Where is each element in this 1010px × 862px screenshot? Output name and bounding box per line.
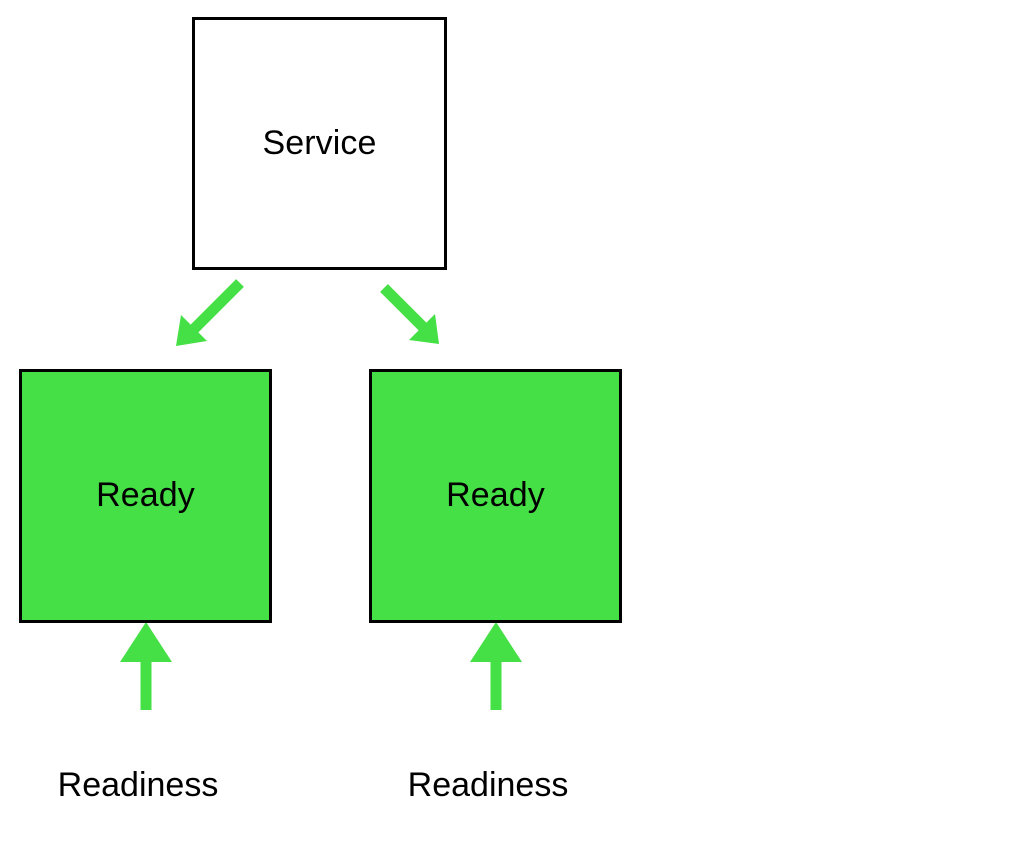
arrow-head [176, 315, 207, 346]
arrow-shaft [186, 279, 244, 337]
arrow-head [470, 622, 522, 662]
node-ready-left-label: Ready [96, 476, 195, 515]
node-service[interactable]: Service [192, 17, 447, 270]
node-service-label: Service [262, 123, 377, 162]
probe-label-right: Readiness PASS [358, 716, 618, 862]
probe-label-left-line1: Readiness [57, 766, 219, 804]
probe-label-left: Readiness PASS [8, 716, 268, 862]
probe-label-left-line2: PASS [8, 854, 268, 862]
arrow-shaft [380, 284, 432, 336]
probe-label-right-line2: PASS [358, 854, 618, 862]
arrow-probe-to-ready-right [470, 622, 522, 710]
probe-label-right-line1: Readiness [407, 766, 569, 804]
arrow-head [409, 314, 439, 344]
arrow-probe-to-ready-left [120, 622, 172, 710]
arrow-service-to-ready-right [380, 284, 439, 344]
node-ready-right[interactable]: Ready [369, 369, 622, 623]
arrow-head [120, 622, 172, 662]
node-ready-left[interactable]: Ready [19, 369, 272, 623]
node-ready-right-label: Ready [446, 476, 545, 515]
arrow-service-to-ready-left [176, 279, 244, 346]
